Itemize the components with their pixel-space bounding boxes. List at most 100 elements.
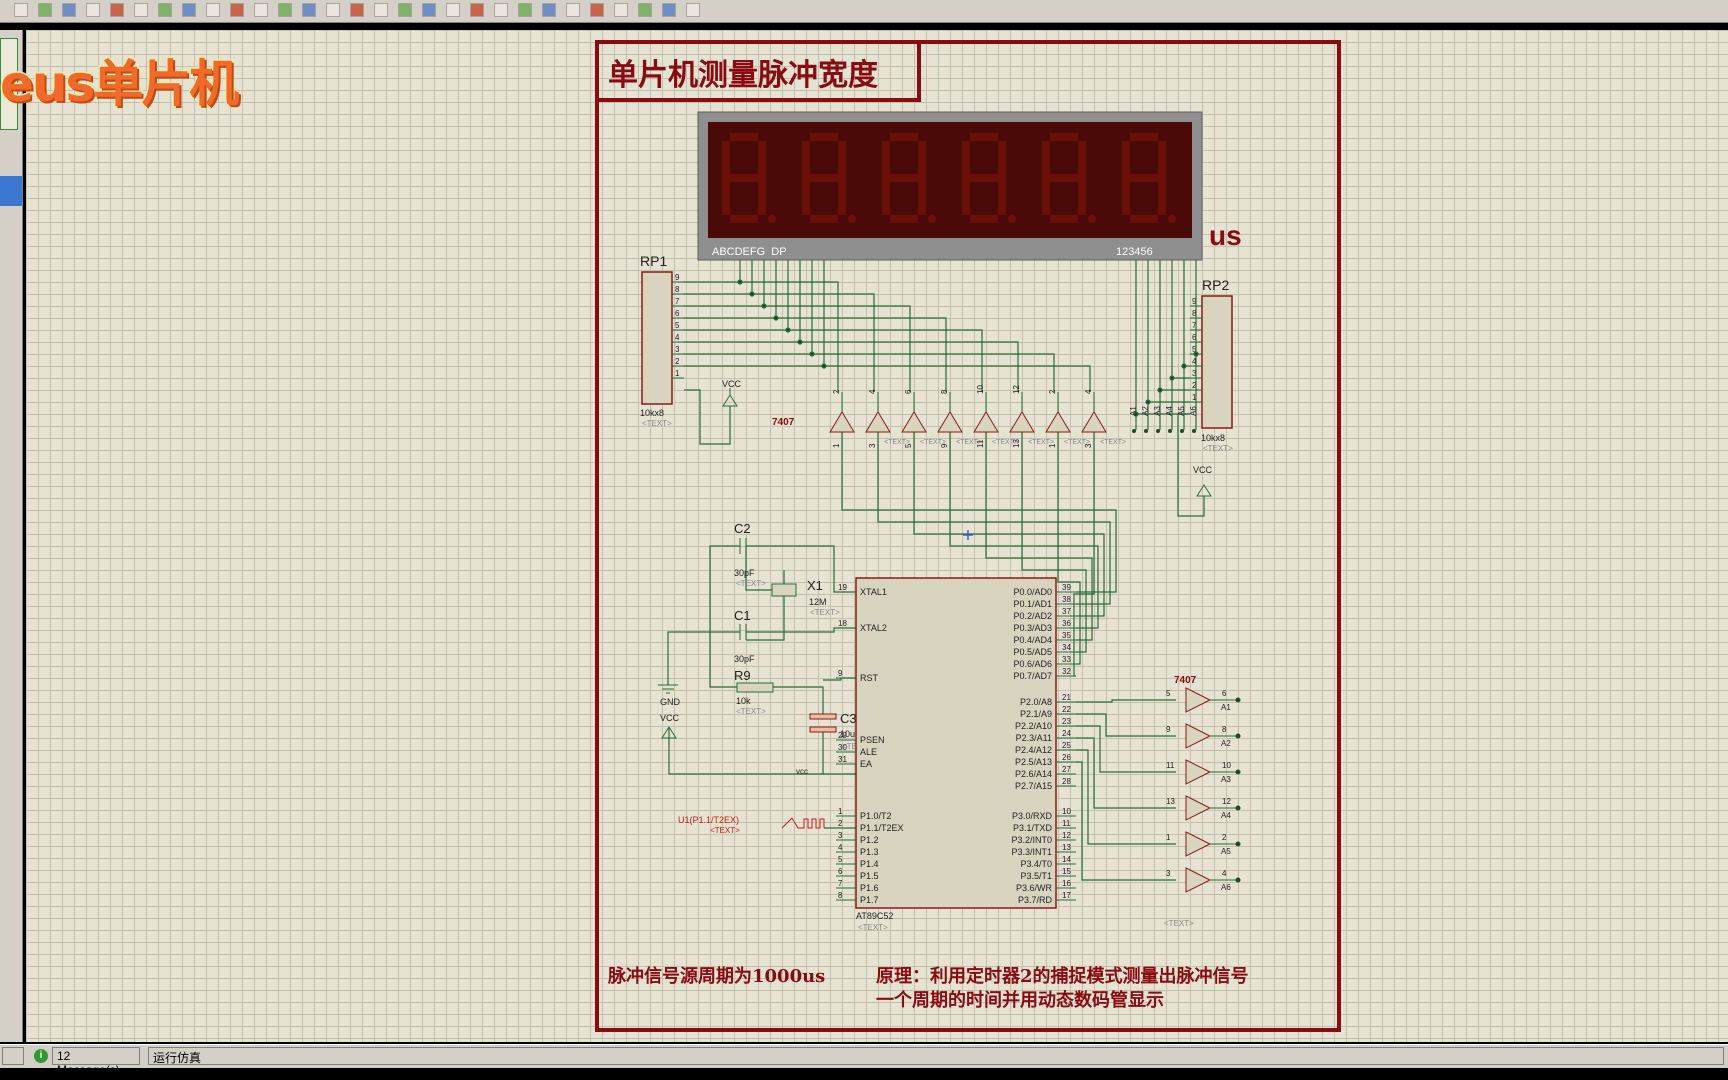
capacitor-c2[interactable]: C2 30pF <TEXT> <box>734 521 766 588</box>
wire-autorouter-icon[interactable] <box>542 3 556 17</box>
pin-number: 4 <box>1192 357 1197 366</box>
pin-number: 2 <box>838 819 843 828</box>
grid-icon[interactable] <box>62 3 76 17</box>
net-label: A4 <box>1221 811 1231 820</box>
paste-icon[interactable] <box>326 3 340 17</box>
pin-number: 9 <box>838 669 843 678</box>
resistor-r9[interactable]: R9 10k <TEXT> <box>734 668 774 716</box>
zoom-all-icon[interactable] <box>182 3 196 17</box>
rp1-ref: RP1 <box>640 253 667 269</box>
block-move-icon[interactable] <box>374 3 388 17</box>
decompose-icon[interactable] <box>518 3 532 17</box>
undo-icon[interactable] <box>230 3 244 17</box>
capacitor-c1[interactable]: C1 30pF <box>734 608 755 664</box>
pin-number: 39 <box>1062 583 1071 592</box>
gnd-symbol: GND <box>658 684 681 707</box>
block-copy-icon[interactable] <box>350 3 364 17</box>
pan-icon[interactable] <box>110 3 124 17</box>
pin-name: P3.5/T1 <box>1020 871 1052 881</box>
pin-name: XTAL2 <box>860 623 887 633</box>
file-icon[interactable] <box>14 3 28 17</box>
search-icon[interactable] <box>566 3 580 17</box>
pin-number: 8 <box>1192 309 1197 318</box>
copy-icon[interactable] <box>302 3 316 17</box>
pulse-generator[interactable]: U1(P1.1/T2EX) <TEXT> <box>678 815 825 835</box>
pin-number: 23 <box>1062 717 1071 726</box>
erc-icon[interactable] <box>662 3 676 17</box>
pin-number: 24 <box>1062 729 1071 738</box>
pin-number: 6 <box>904 389 913 394</box>
svg-text:C2: C2 <box>734 521 751 536</box>
svg-text:12M: 12M <box>809 597 827 607</box>
pin-number: 1 <box>832 443 841 448</box>
packaging-icon[interactable] <box>494 3 508 17</box>
crystal-x1[interactable]: X1 12M <TEXT> <box>771 578 840 617</box>
cut-icon[interactable] <box>278 3 292 17</box>
pin-name: P1.6 <box>860 883 879 893</box>
pin-number: 19 <box>838 583 847 592</box>
save-icon[interactable] <box>38 3 52 17</box>
make-device-icon[interactable] <box>470 3 484 17</box>
seven-segment-display[interactable]: ABCDEFG DP 123456 <box>697 111 1203 261</box>
origin-icon[interactable] <box>86 3 100 17</box>
ares-icon[interactable] <box>686 3 700 17</box>
pin-number: 32 <box>1062 667 1071 676</box>
text-placeholder: <TEXT> <box>992 439 1018 446</box>
pin-number: 4 <box>868 389 877 394</box>
text-placeholder: <TEXT> <box>956 439 982 446</box>
pin-name: P3.1/TXD <box>1013 823 1053 833</box>
property-icon[interactable] <box>590 3 604 17</box>
netlist-icon[interactable] <box>614 3 628 17</box>
pin-number: 11 <box>1062 819 1071 828</box>
svg-text:<TEXT>: <TEXT> <box>736 707 766 716</box>
device-list-selected-item[interactable] <box>0 176 22 206</box>
svg-text:C1: C1 <box>734 608 751 623</box>
overview-panel[interactable] <box>0 38 18 130</box>
side-panel <box>0 30 23 1042</box>
buffer-gate <box>1185 831 1212 857</box>
bom-icon[interactable] <box>638 3 652 17</box>
buffer-array-top[interactable]: 2143<TEXT>65<TEXT>89<TEXT>1011<TEXT>1213… <box>829 385 1126 448</box>
net-label: A5 <box>1177 406 1186 416</box>
simulation-status-text: 运行仿真 <box>153 1051 202 1065</box>
pin-name: P1.5 <box>860 871 879 881</box>
pin-number: 31 <box>838 755 847 764</box>
net-label: A6 <box>1189 406 1198 416</box>
pin-number: 15 <box>1062 867 1071 876</box>
pin-name: P3.4/T0 <box>1020 859 1052 869</box>
pin-number: 36 <box>1062 619 1071 628</box>
pin-name: P0.7/AD7 <box>1013 671 1052 681</box>
redo-icon[interactable] <box>254 3 268 17</box>
zoom-out-icon[interactable] <box>158 3 172 17</box>
pin-number: 1 <box>1048 443 1057 448</box>
rp1-value: 10kx8 <box>640 408 664 418</box>
schematic-canvas[interactable]: 单片机测量脉冲宽度 ABCDEFG DP 123456 us RP1 10kx8… <box>26 30 1728 1042</box>
unit-label: us <box>1209 220 1242 251</box>
stop-button[interactable] <box>2 1047 24 1065</box>
messages-indicator[interactable]: 12 Message(s) <box>52 1047 140 1077</box>
pin-number: 5 <box>675 321 680 330</box>
pin-name: P1.0/T2 <box>860 811 892 821</box>
pin-name: P0.2/AD2 <box>1013 611 1052 621</box>
pin-number: 7 <box>675 297 680 306</box>
block-delete-icon[interactable] <box>422 3 436 17</box>
zoom-in-icon[interactable] <box>134 3 148 17</box>
pin-name: P0.0/AD0 <box>1013 587 1052 597</box>
buffer-gate <box>1045 411 1071 433</box>
footer-principle-1: 原理：利用定时器2的捕捉模式测量出脉冲信号 <box>876 965 1249 987</box>
text-placeholder: <TEXT> <box>920 439 946 446</box>
vcc-symbol-2: VCC <box>1193 465 1213 497</box>
net-label: A3 <box>1221 775 1231 784</box>
display-digit <box>1122 133 1176 223</box>
pick-icon[interactable] <box>446 3 460 17</box>
rp2-ref: RP2 <box>1202 277 1229 293</box>
vcc-symbol-1: VCC <box>722 379 742 407</box>
zoom-area-icon[interactable] <box>206 3 220 17</box>
block-rotate-icon[interactable] <box>398 3 412 17</box>
display-digit <box>1042 133 1096 223</box>
pin-number: 7 <box>1192 321 1197 330</box>
